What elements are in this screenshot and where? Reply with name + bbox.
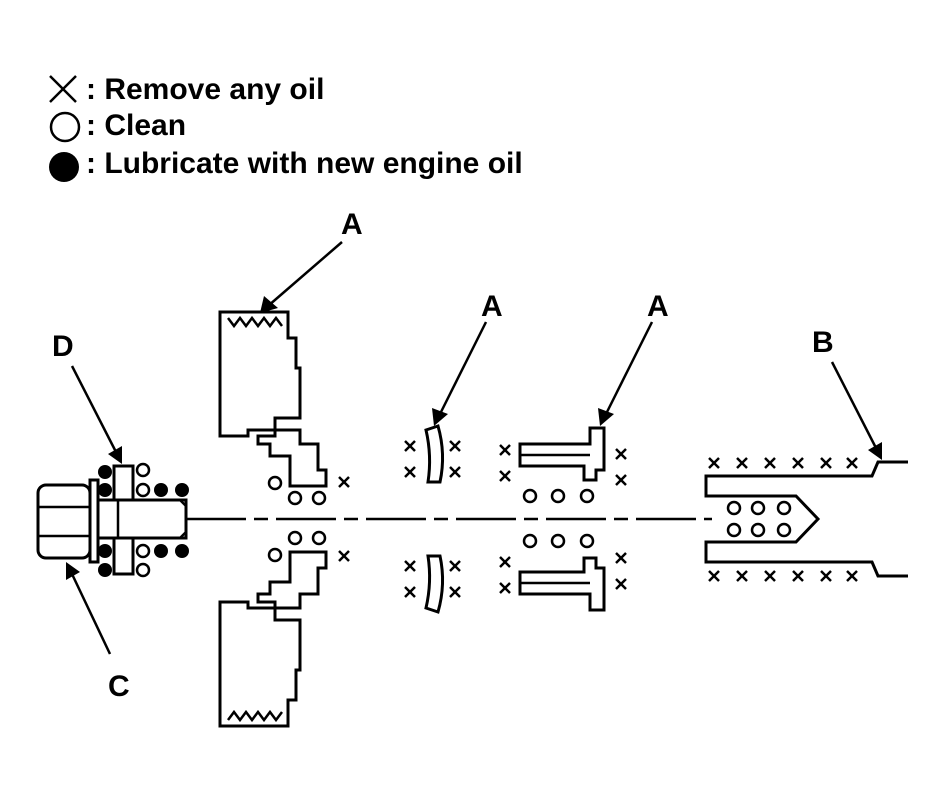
bolt-clean-circles (135, 462, 151, 578)
legend-clean-text: : Clean (86, 109, 186, 142)
callout-c-bolt: C (108, 670, 130, 703)
crankshaft-b (704, 456, 908, 583)
sprocket-a-marks (498, 443, 628, 595)
callout-a-sprocket: A (647, 290, 669, 323)
legend-lubricate-text: : Lubricate with new engine oil (86, 147, 523, 180)
callout-a-pulley: A (341, 208, 363, 241)
legend-filled-circle-icon (49, 152, 79, 182)
key-a (403, 424, 462, 614)
legend-remove-oil-text: : Remove any oil (86, 73, 324, 106)
pulley-a-marks (267, 475, 351, 563)
legend: : Remove any oil : Clean : Lubricate wit… (49, 73, 523, 182)
callout-d-washer: D (52, 330, 74, 363)
bolt-c (36, 478, 188, 564)
bolt-lubricate-dots (98, 465, 189, 577)
callout-b-crankshaft: B (812, 326, 834, 359)
sprocket-a-top (518, 426, 606, 482)
legend-cross-icon (49, 75, 77, 103)
leader-arrows (66, 241, 882, 655)
pulley-a-top (218, 310, 328, 488)
washer-d (112, 464, 135, 576)
sprocket-a-bottom (518, 556, 606, 612)
legend-open-circle-icon (49, 111, 81, 143)
callout-a-key: A (481, 290, 503, 323)
pulley-a-bottom (218, 550, 328, 728)
